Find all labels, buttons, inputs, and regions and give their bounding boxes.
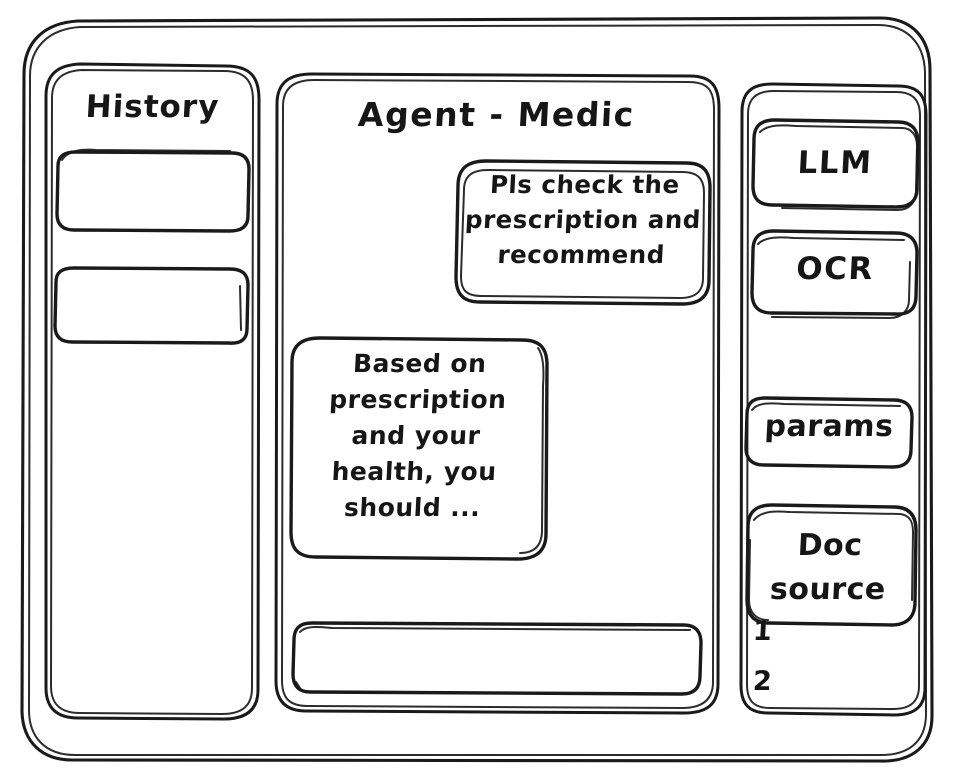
llm-button-label: LLM [796,145,874,181]
user-message-bubble: Pls check the prescription and recommend [464,170,702,269]
params-button-label: params [763,409,895,444]
doc-source-item-2[interactable]: 2 [752,666,774,697]
page-title: Agent - Medic [357,95,636,134]
assistant-message-bubble: Based on prescription and your health, y… [328,349,508,522]
message-input[interactable] [293,623,701,694]
history-item-2[interactable] [55,268,248,344]
doc-source-button-label: Doc source [769,528,887,607]
doc-source-item-1[interactable]: 1 [752,616,774,647]
history-panel-title: History [84,89,221,125]
ocr-button-label: OCR [795,251,875,287]
history-item-1[interactable] [57,152,249,231]
